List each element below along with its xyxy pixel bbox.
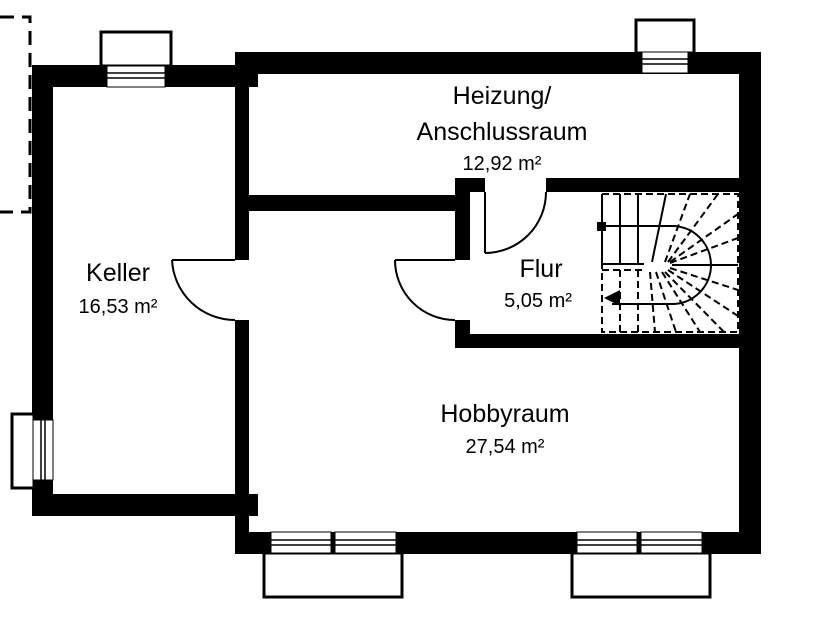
room-heizung: Heizung/ Anschlussraum 12,92 m² — [417, 82, 588, 175]
room-keller: Keller 16,53 m² — [79, 259, 158, 318]
window-heizung-top — [634, 18, 696, 74]
wall-flur-left-upper — [455, 178, 470, 260]
stair-direction-arrow-icon — [604, 290, 620, 306]
wall-heizung-hobby — [235, 195, 467, 211]
room-area-keller: 16,53 m² — [79, 296, 158, 318]
wall-main-right — [739, 52, 761, 554]
wall-keller-left — [32, 65, 53, 508]
wall-keller-interior-lower — [235, 320, 249, 554]
wall-flur-bottom — [455, 334, 761, 348]
walls — [32, 52, 761, 554]
wall-keller-bottom — [32, 494, 258, 516]
window-hobby-bottom-left — [262, 531, 404, 599]
wall-main-top — [235, 52, 761, 74]
room-flur: Flur 5,05 m² — [504, 255, 572, 312]
window-keller-top — [99, 30, 173, 88]
room-name-keller: Keller — [86, 259, 150, 287]
window-hobby-bottom-right — [570, 531, 712, 599]
room-area-hobbyraum: 27,54 m² — [466, 436, 545, 458]
room-name-heizung-line2: Anschlussraum — [417, 118, 588, 146]
room-name-flur: Flur — [519, 255, 562, 283]
wall-flur-top — [546, 178, 761, 192]
room-name-heizung-line1: Heizung/ — [453, 82, 552, 110]
room-area-heizung: 12,92 m² — [463, 153, 542, 175]
door-keller — [171, 259, 236, 322]
window-keller-left — [10, 412, 54, 490]
wall-keller-interior-upper — [235, 52, 249, 260]
room-area-flur: 5,05 m² — [504, 290, 572, 312]
door-flur — [394, 259, 456, 321]
dashed-outline-left — [0, 15, 32, 214]
door-heizung — [484, 191, 547, 254]
room-name-hobbyraum: Hobbyraum — [440, 400, 569, 428]
room-hobbyraum: Hobbyraum 27,54 m² — [440, 400, 569, 458]
wall-flur-top-stub — [455, 178, 485, 192]
staircase — [597, 193, 739, 333]
